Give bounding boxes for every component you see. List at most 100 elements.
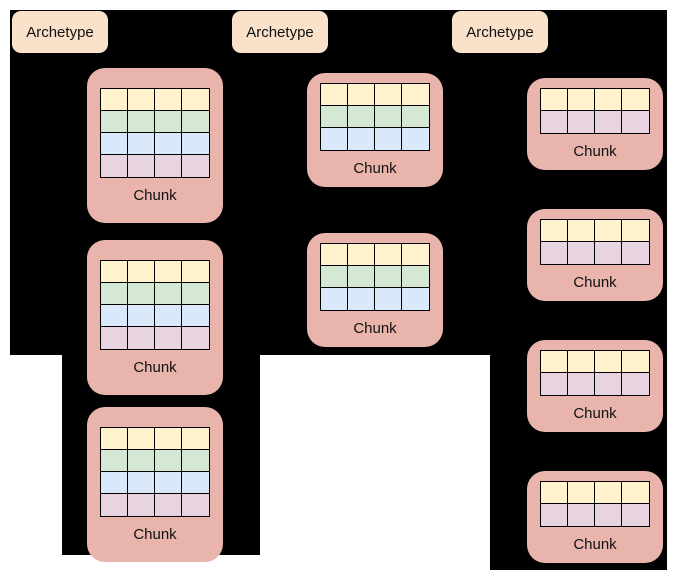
chunk-label: Chunk [353,320,397,337]
chunk-grid-cell [402,244,429,266]
chunk-grid [100,88,210,178]
chunk-grid-cell [128,261,155,283]
chunk-grid-cell [568,351,595,373]
archetype-label-1[interactable]: Archetype [12,11,108,53]
chunk-label: Chunk [573,405,617,422]
chunk-grid-cell [595,504,622,526]
chunk[interactable]: Chunk [307,233,443,347]
chunk-grid-cell [595,111,622,133]
chunk-grid-row [321,244,429,266]
chunk-grid-cell [101,428,128,450]
chunk-label: Chunk [573,536,617,553]
chunk-grid-cell [128,133,155,155]
chunk-grid-cell [402,128,429,150]
chunk-label: Chunk [353,160,397,177]
chunk-grid-cell [101,89,128,111]
chunk-grid-cell [568,220,595,242]
chunk-grid-cell [155,283,182,305]
chunk-grid-row [101,428,209,450]
chunk[interactable]: Chunk [307,73,443,187]
chunk-grid-cell [155,111,182,133]
chunk-label: Chunk [133,359,177,376]
chunk-grid-cell [128,305,155,327]
chunk-grid-cell [155,133,182,155]
chunk-grid-cell [101,111,128,133]
chunk-grid-cell [595,351,622,373]
chunk-grid-cell [128,428,155,450]
chunk-grid-cell [622,373,649,395]
archetype-label-2[interactable]: Archetype [232,11,328,53]
chunk-grid-cell [321,244,348,266]
chunk-grid-cell [568,373,595,395]
chunk-grid-cell [541,351,568,373]
chunk-grid-cell [568,504,595,526]
chunk-grid-cell [101,494,128,516]
chunk-grid-cell [348,84,375,106]
chunk-grid-cell [541,373,568,395]
chunk-grid-cell [348,266,375,288]
chunk[interactable]: Chunk [87,240,223,395]
chunk-grid-row [101,494,209,516]
chunk-grid-cell [541,242,568,264]
chunk[interactable]: Chunk [87,68,223,223]
chunk-grid [540,481,650,527]
chunk-grid-row [541,351,649,373]
chunk-grid-cell [182,111,209,133]
chunk-grid-cell [568,111,595,133]
chunk-grid-cell [622,504,649,526]
archetype-label-3[interactable]: Archetype [452,11,548,53]
chunk-grid-row [541,111,649,133]
chunk-grid-cell [182,155,209,177]
chunk-grid-cell [595,482,622,504]
chunk[interactable]: Chunk [527,471,663,563]
chunk-grid [540,219,650,265]
chunk-grid-cell [155,261,182,283]
chunk-grid-cell [622,242,649,264]
chunk-grid-row [101,450,209,472]
chunk-grid-cell [595,242,622,264]
chunk-grid-cell [182,472,209,494]
chunk-grid-row [541,220,649,242]
chunk-grid-cell [375,288,402,310]
chunk-grid-cell [128,494,155,516]
chunk-grid-row [101,472,209,494]
chunk-grid-row [321,84,429,106]
chunk-grid-cell [101,155,128,177]
chunk-grid-cell [348,244,375,266]
chunk-grid-cell [402,106,429,128]
chunk-grid-cell [182,261,209,283]
chunk-grid-cell [375,106,402,128]
chunk-grid-cell [101,133,128,155]
chunk-grid-cell [101,327,128,349]
chunk[interactable]: Chunk [87,407,223,562]
chunk-grid-cell [348,106,375,128]
chunk[interactable]: Chunk [527,340,663,432]
chunk-grid [320,83,430,151]
chunk-grid-cell [568,89,595,111]
chunk[interactable]: Chunk [527,209,663,301]
chunk-grid-cell [622,482,649,504]
chunk-grid-cell [375,266,402,288]
chunk-grid-cell [348,288,375,310]
chunk-grid-cell [321,84,348,106]
chunk-grid-cell [155,89,182,111]
chunk-grid-cell [101,261,128,283]
chunk[interactable]: Chunk [527,78,663,170]
chunk-grid-cell [541,482,568,504]
chunk-grid-cell [375,244,402,266]
chunk-grid-row [101,133,209,155]
chunk-grid-cell [128,89,155,111]
chunk-grid-row [321,266,429,288]
chunk-grid-cell [402,84,429,106]
chunk-grid [540,350,650,396]
chunk-grid-row [101,155,209,177]
chunk-grid-cell [595,373,622,395]
chunk-grid-row [321,106,429,128]
chunk-grid-cell [568,242,595,264]
chunk-grid-cell [622,351,649,373]
chunk-grid-cell [128,450,155,472]
chunk-grid-cell [101,283,128,305]
chunk-grid-row [101,327,209,349]
chunk-grid-row [541,504,649,526]
